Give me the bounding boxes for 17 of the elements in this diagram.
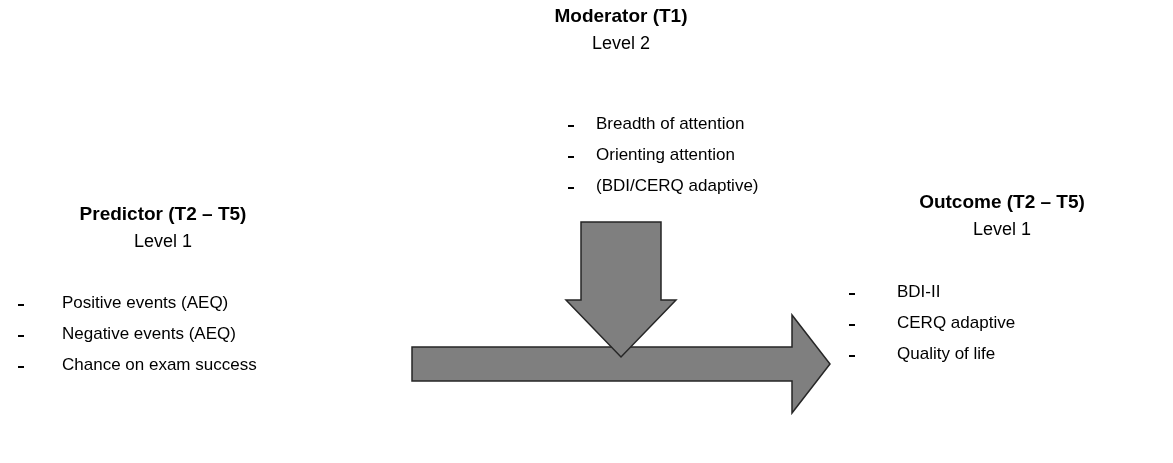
list-item: Quality of life xyxy=(897,344,996,364)
list-item: (BDI/CERQ adaptive) xyxy=(596,176,759,196)
list-item: Chance on exam success xyxy=(62,355,257,375)
level-label: Level 2 xyxy=(591,33,650,54)
heading: Outcome (T2 – T5) xyxy=(919,191,1085,213)
heading: Moderator (T1) xyxy=(554,5,688,27)
heading: Predictor (T2 – T5) xyxy=(79,203,247,225)
list-item: Positive events (AEQ) xyxy=(62,293,229,313)
list-item: BDI-II xyxy=(897,282,941,302)
block-arrow xyxy=(564,221,678,359)
list-item: Orienting attention xyxy=(596,145,735,165)
level-label: Level 1 xyxy=(972,219,1031,240)
block-arrow xyxy=(411,312,831,416)
list-item: CERQ adaptive xyxy=(897,313,1016,333)
list-item: Breadth of attention xyxy=(596,114,745,134)
list-item: Negative events (AEQ) xyxy=(62,324,236,344)
level-label: Level 1 xyxy=(133,231,192,252)
